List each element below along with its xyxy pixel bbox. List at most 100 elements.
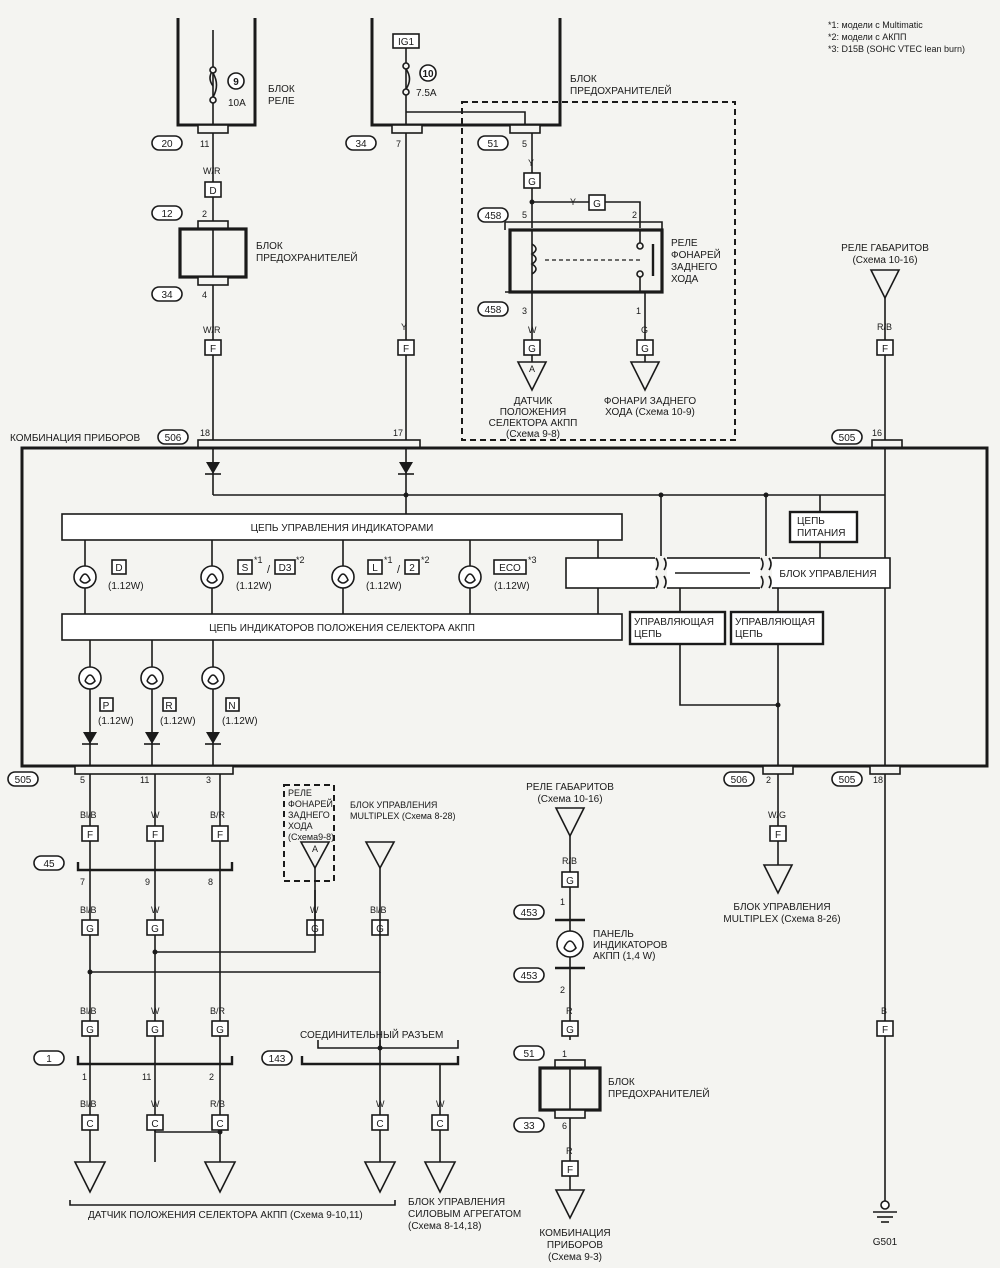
- wire-color-rb-3: R/B: [562, 856, 577, 866]
- indicator-l-power: (1.12W): [366, 581, 402, 592]
- fuse-block-top-title-2: ПРЕДОХРАНИТЕЛЕЙ: [570, 84, 672, 97]
- ig1-label: IG1: [398, 37, 415, 48]
- pin-7b-label: 7: [80, 877, 85, 887]
- indicator-d-letter: D: [115, 563, 122, 574]
- indicator-n-power: (1.12W): [222, 716, 258, 727]
- connector-51-label: 51: [487, 139, 499, 150]
- slash-1: /: [267, 564, 271, 576]
- pin-1-label: 1: [82, 1072, 87, 1082]
- cluster-ref-1: КОМБИНАЦИЯ: [539, 1228, 610, 1239]
- bottom-middle-wiring: РЕЛЕ ГАБАРИТОВ (Схема 10-16) R/B G 453 1…: [513, 782, 710, 1263]
- conn-g-mid2: G: [566, 1025, 574, 1036]
- pin-7-label: 7: [396, 139, 401, 149]
- reverse-relay-title-1: РЕЛЕ: [671, 238, 698, 249]
- wire-wr-upper: W/R D: [203, 133, 222, 222]
- panel-label-2: ИНДИКАТОРОВ: [593, 940, 668, 951]
- indicator-control-label: ЦЕПЬ УПРАВЛЕНИЯ ИНДИКАТОРАМИ: [251, 523, 434, 534]
- pin-9-label: 9: [145, 877, 150, 887]
- tail-relay-top: РЕЛЕ ГАБАРИТОВ (Схема 10-16) R/B F: [841, 243, 929, 440]
- control-unit-label: БЛОК УПРАВЛЕНИЯ: [779, 569, 876, 580]
- indicator-eco-note: *3: [528, 555, 537, 565]
- pin-17-label: 17: [393, 428, 403, 438]
- panel-label-1: ПАНЕЛЬ: [593, 929, 634, 940]
- wire-color-w-4: W: [151, 1006, 160, 1016]
- wire-color-blb-2: Bl/B: [80, 905, 97, 915]
- pcm-ref-3: (Схема 8-14,18): [408, 1221, 481, 1232]
- fuse-block-top-title-1: БЛОК: [570, 74, 597, 85]
- conn-d-box: [204, 181, 222, 198]
- indicator-p-power: (1.12W): [98, 716, 134, 727]
- connector-12-label: 12: [161, 209, 173, 220]
- power-circuit-label-2: ПИТАНИЯ: [797, 528, 845, 539]
- pin-5b-label: 5: [80, 775, 85, 785]
- ctrl-circuit-1-label-1: УПРАВЛЯЮЩАЯ: [634, 617, 714, 628]
- pcm-ref-1: БЛОК УПРАВЛЕНИЯ: [408, 1197, 505, 1208]
- ctrl-circuit-2-label-2: ЦЕПЬ: [735, 629, 763, 640]
- connector-51b-label: 51: [523, 1049, 535, 1060]
- sensor-label-3: СЕЛЕКТОРА АКПП: [489, 418, 578, 429]
- connector-505-label: 505: [839, 433, 856, 444]
- conn-g-bl5: G: [86, 1025, 94, 1036]
- relay-block-title-1: БЛОК: [268, 84, 295, 95]
- wire-color-y-2: Y: [528, 158, 534, 168]
- conn-g-bl6: G: [151, 1025, 159, 1036]
- mux-ref-br-1: БЛОК УПРАВЛЕНИЯ: [733, 902, 830, 913]
- pcm-ref-2: СИЛОВЫМ АГРЕГАТОМ: [408, 1209, 521, 1220]
- reverse-relay-title-4: ХОДА: [671, 274, 699, 285]
- conn-f-mid1: F: [567, 1165, 573, 1176]
- mux-ref-2: MULTIPLEX (Схема 8-28): [350, 811, 455, 821]
- fuse-9-rating: 10A: [228, 98, 246, 109]
- wire-color-g: G: [641, 325, 648, 335]
- conn-g-bl2: G: [151, 924, 159, 935]
- mux-ref-br-2: MULTIPLEX (Схема 8-26): [723, 914, 840, 925]
- connector-453-label: 453: [521, 908, 538, 919]
- power-circuit-label-1: ЦЕПЬ: [797, 516, 825, 527]
- pin-5-label: 5: [522, 139, 527, 149]
- slash-2: /: [397, 564, 401, 576]
- tail-relay-2-label-1: РЕЛЕ ГАБАРИТОВ: [526, 782, 614, 793]
- wire-wr-lower: W/R F: [203, 285, 222, 440]
- conn-c-bl3: C: [216, 1119, 223, 1130]
- relay-ref-1: РЕЛЕ: [288, 788, 312, 798]
- conn-f-letter: F: [210, 344, 216, 355]
- note-1: *1: модели с Multimatic: [828, 20, 923, 30]
- conn-c-bl4: C: [376, 1119, 383, 1130]
- sensor-label-4: (Схема 9-8): [506, 429, 560, 440]
- reverse-relay-title-2: ФОНАРЕЙ: [671, 248, 721, 261]
- relay-ref-4: ХОДА: [288, 821, 313, 831]
- fuse-block-left-title-1: БЛОК: [256, 241, 283, 252]
- fuse-10-number: 10: [422, 69, 434, 80]
- indicator-s-power: (1.12W): [236, 581, 272, 592]
- indicator-eco-power: (1.12W): [494, 581, 530, 592]
- fuse-block-left-title-2: ПРЕДОХРАНИТЕЛЕЙ: [256, 251, 358, 264]
- fuse-block-mid-2: ПРЕДОХРАНИТЕЛЕЙ: [608, 1087, 710, 1100]
- conn-c-bl5: C: [436, 1119, 443, 1130]
- cluster-ref-3: (Схема 9-3): [548, 1252, 602, 1263]
- conn-f-br1: F: [775, 830, 781, 841]
- conn-g-bl1: G: [86, 924, 94, 935]
- arrow-a-letter-2: A: [312, 844, 318, 854]
- sensor-arrow: [516, 361, 548, 392]
- wire-color-blb-1: Bl/B: [80, 810, 97, 820]
- pin-18-label: 18: [200, 428, 210, 438]
- conn-g-mid1: G: [566, 876, 574, 887]
- lamps-label-2: ХОДА (Схема 10-9): [605, 407, 695, 418]
- connector-20-label: 20: [161, 139, 173, 150]
- connector-453b-label: 453: [521, 971, 538, 982]
- conn-f-bl1: F: [87, 830, 93, 841]
- connector-34-label: 34: [161, 290, 173, 301]
- tail-relay-2-label-2: (Схема 10-16): [537, 794, 602, 805]
- bottom-right-wiring: 506 2 505 18 W/G F БЛОК УПРАВЛЕНИЯ MULTI…: [723, 765, 901, 1248]
- lamps-arrow: [629, 361, 661, 392]
- connector-1-label: 1: [46, 1054, 52, 1065]
- lamp-row-top: D (1.12W) S *1 / D3 *2 (1.12W) L *1 / 2 …: [73, 540, 599, 614]
- cluster-ref-2: ПРИБОРОВ: [547, 1240, 604, 1251]
- pin-6-label: 6: [562, 1121, 567, 1131]
- wire-color-wr: W/R: [203, 166, 221, 176]
- pin-4-label: 4: [202, 290, 207, 300]
- mux-ref-1: БЛОК УПРАВЛЕНИЯ: [350, 800, 437, 810]
- wire-color-b: B: [881, 1006, 887, 1016]
- connector-506-label: 506: [165, 433, 182, 444]
